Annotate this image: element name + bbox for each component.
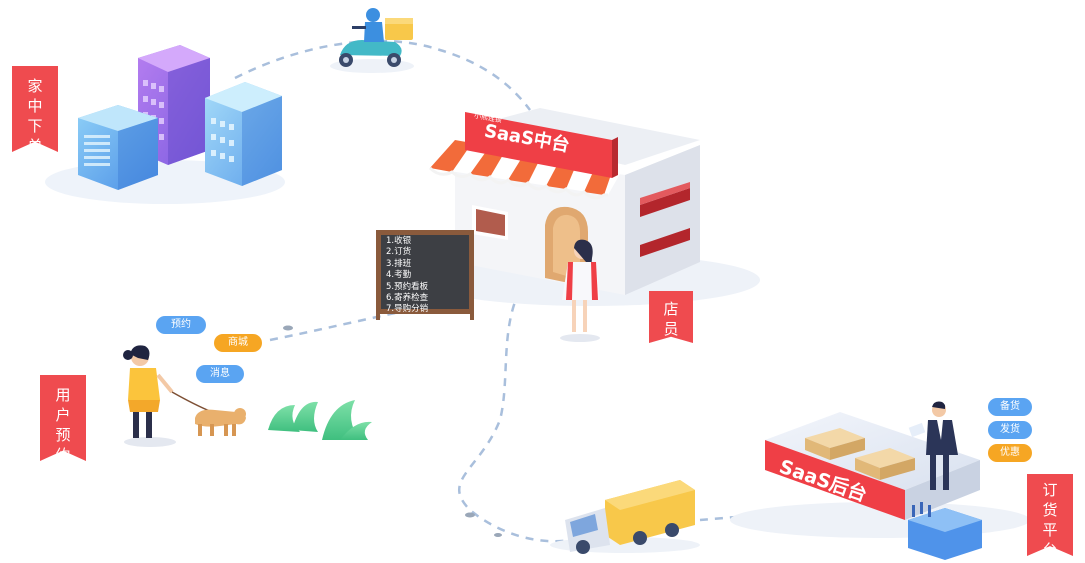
bubble-discount: 优惠 [988, 444, 1032, 462]
blackboard-item: 1.收银 [386, 236, 412, 246]
label-user-booking-char: 用 [55, 386, 71, 404]
label-home-order: 家 中 下 单 [12, 66, 58, 152]
label-order-platform-char: 平 [1042, 521, 1058, 539]
label-user-booking-char: 户 [55, 406, 71, 424]
blackboard-item: 6.寄养检查 [386, 293, 429, 304]
bubble-booking: 预约 [156, 316, 206, 334]
label-staff-char: 店 [663, 300, 679, 318]
dashed-route [234, 39, 531, 111]
label-order-platform-char: 货 [1042, 501, 1058, 519]
dashed-route-main [457, 289, 571, 543]
label-order-platform: 订 货 平 台 [1027, 474, 1073, 556]
blackboard-feature-list: 1.收银 2.订货 3.排班 4.考勤 5.预约看板 6.寄养检查 7.导购分销 [386, 236, 466, 316]
blackboard-item: 7.导购分销 [386, 304, 429, 315]
user-with-dog [123, 345, 246, 447]
feature-blackboard [376, 230, 474, 320]
plant-decoration [268, 400, 372, 440]
label-home-order-char: 家 [27, 77, 43, 95]
dashed-route-lower [269, 308, 411, 342]
bubble-shipping: 发货 [988, 421, 1032, 439]
label-staff: 店 员 [649, 291, 693, 343]
label-staff-char: 员 [663, 320, 679, 338]
blackboard-item: 2.订货 [386, 247, 412, 258]
label-order-platform-char: 订 [1042, 481, 1058, 499]
label-home-order-char: 中 [27, 97, 43, 115]
blackboard-item: 3.排班 [386, 258, 412, 269]
store-building [420, 108, 760, 306]
label-user-booking: 用 户 预 约 [40, 375, 86, 461]
label-user-booking-char: 预 [55, 426, 71, 444]
blackboard-item: 5.预约看板 [386, 281, 429, 292]
bubble-message: 消息 [196, 365, 244, 383]
backend-platform [730, 401, 1030, 560]
label-home-order-char: 下 [27, 117, 43, 135]
bubble-mall: 商城 [214, 334, 262, 352]
delivery-truck [550, 480, 700, 554]
blackboard-item: 4.考勤 [386, 270, 412, 281]
delivery-scooter [330, 8, 414, 73]
store-staff-figure [560, 239, 600, 342]
city-buildings [45, 45, 285, 204]
bubble-stock-prep: 备货 [988, 398, 1032, 416]
